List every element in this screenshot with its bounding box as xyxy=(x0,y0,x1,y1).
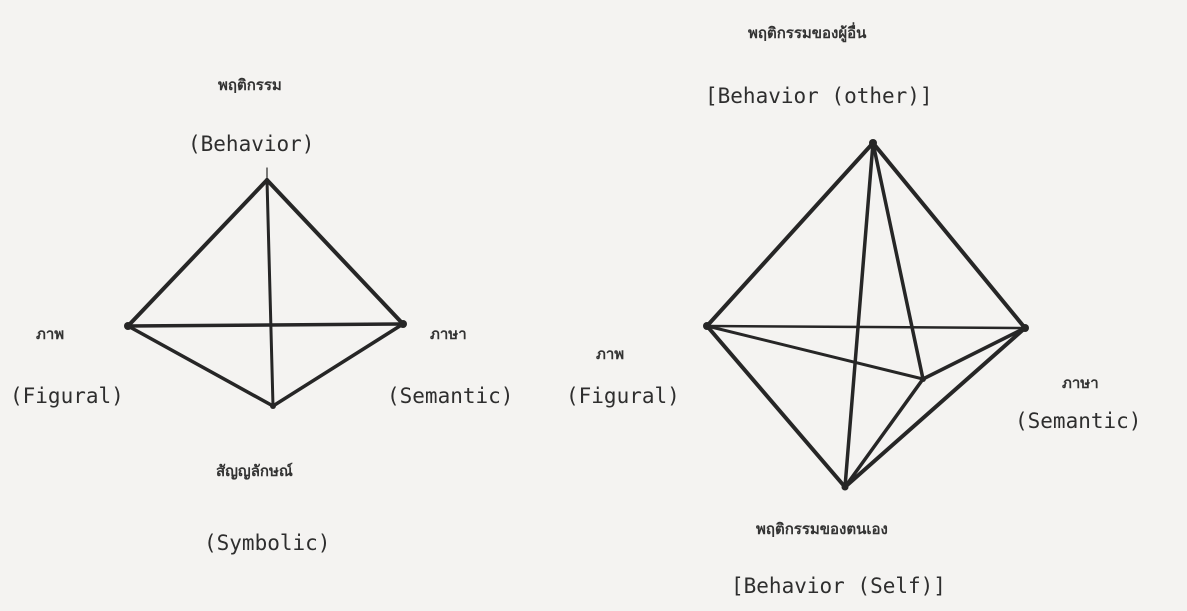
left-edge-top-right xyxy=(265,178,405,326)
left-edge-bottom-right xyxy=(271,322,405,408)
left-left-thai-label: ภาพ xyxy=(36,325,65,343)
left-top-thai-label: พฤติกรรม xyxy=(218,76,282,94)
right-top-to-inner xyxy=(871,141,925,381)
right-vertex-top xyxy=(869,139,877,147)
right-edge-bottom-right xyxy=(843,326,1027,489)
left-left-eng-label: (Figural) xyxy=(10,384,124,408)
right-right-thai-label: ภาษา xyxy=(1062,374,1099,392)
right-top-thai-label: พฤติกรรมของผู้อื่น xyxy=(748,24,867,42)
left-bottom-thai-label: สัญญลักษณ์ xyxy=(216,462,293,480)
right-vertex-right xyxy=(1021,324,1029,332)
left-vertex-left xyxy=(124,322,132,330)
left-edge-bottom-left xyxy=(126,324,275,408)
left-edge-top-left xyxy=(126,178,269,328)
right-left-thai-label: ภาพ xyxy=(596,345,625,363)
right-top-eng-label: [Behavior (other)] xyxy=(705,84,933,108)
left-horizontal-axis xyxy=(126,322,405,328)
right-left-to-inner xyxy=(705,324,925,381)
right-inner-to-bottom xyxy=(843,377,925,489)
left-vertex-right xyxy=(399,320,407,328)
right-right-eng-label: (Semantic) xyxy=(1015,409,1142,433)
right-vertical-axis xyxy=(843,141,875,489)
right-vertex-inner xyxy=(920,376,926,382)
right-bottom-eng-label: [Behavior (Self)] xyxy=(731,574,946,598)
right-horizontal-axis xyxy=(705,324,1027,330)
left-vertex-bottom xyxy=(270,403,276,409)
left-right-eng-label: (Semantic) xyxy=(387,384,514,408)
right-bottom-thai-label: พฤติกรรมของตนเอง xyxy=(756,520,888,538)
right-edge-bottom-left xyxy=(705,324,847,489)
right-vertex-left xyxy=(703,322,711,330)
right-edge-top-right xyxy=(871,141,1027,330)
right-left-eng-label: (Figural) xyxy=(566,384,680,408)
left-diamond xyxy=(124,167,407,409)
right-edge-top-left xyxy=(705,141,875,328)
left-right-thai-label: ภาษา xyxy=(430,325,467,343)
right-bipyramid xyxy=(703,139,1029,491)
left-bottom-eng-label: (Symbolic) xyxy=(204,531,331,555)
left-top-eng-label: (Behavior) xyxy=(188,132,315,156)
left-vertical-axis xyxy=(265,178,275,408)
right-vertex-bottom xyxy=(841,483,849,491)
right-right-to-inner xyxy=(921,326,1027,381)
